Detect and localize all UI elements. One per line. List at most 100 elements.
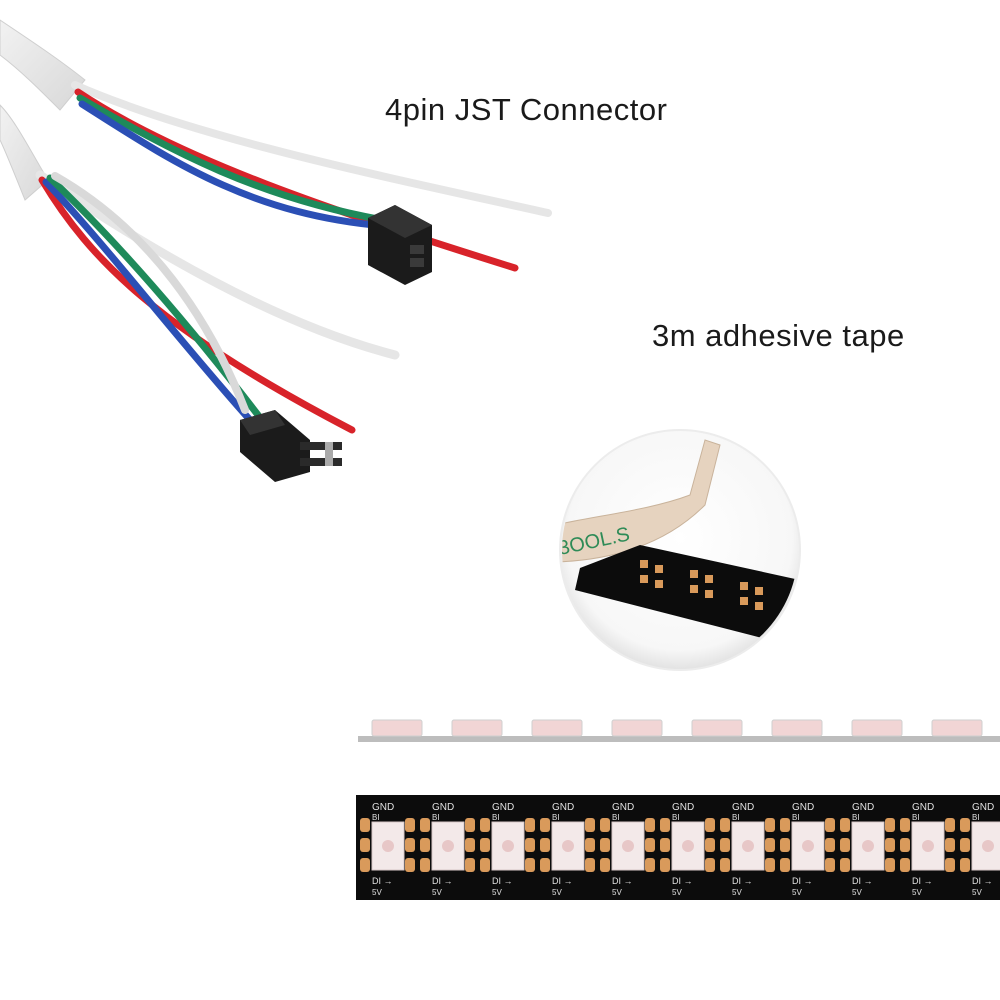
- solder-pad: [405, 818, 415, 832]
- solder-pad: [600, 818, 610, 832]
- led-die: [982, 840, 994, 852]
- solder-pad: [720, 838, 730, 852]
- solder-pad: [405, 838, 415, 852]
- v-label: 5V: [552, 888, 562, 897]
- solder-pad: [825, 838, 835, 852]
- led-die: [382, 840, 394, 852]
- solder-pad: [705, 818, 715, 832]
- solder-pad: [765, 858, 775, 872]
- solder-pad: [465, 818, 475, 832]
- upper-silicone-sleeve: [0, 19, 86, 111]
- led-die: [562, 840, 574, 852]
- di-label: DI →: [492, 876, 513, 886]
- v-label: 5V: [672, 888, 682, 897]
- v-label: 5V: [612, 888, 622, 897]
- solder-pad: [540, 838, 550, 852]
- solder-pad: [600, 858, 610, 872]
- strip-side-view: [358, 719, 1000, 742]
- di-label: DI →: [672, 876, 693, 886]
- solder-pad: [645, 858, 655, 872]
- gnd-label: GND: [852, 802, 874, 813]
- solder-pad: [420, 838, 430, 852]
- solder-pad: [840, 838, 850, 852]
- solder-pad: [465, 838, 475, 852]
- solder-pad: [540, 858, 550, 872]
- lower-wire-white-2: [51, 172, 249, 414]
- solder-pad: [660, 818, 670, 832]
- bi-label: BI: [432, 813, 440, 822]
- solder-pad: [360, 858, 370, 872]
- solder-pad: [480, 858, 490, 872]
- upper-wire-white: [71, 81, 552, 217]
- bi-label: BI: [552, 813, 560, 822]
- gnd-label: GND: [672, 802, 694, 813]
- v-label: 5V: [372, 888, 382, 897]
- solder-pad: [660, 838, 670, 852]
- v-label: 5V: [432, 888, 442, 897]
- tape-caption: 3m adhesive tape: [652, 318, 905, 353]
- solder-pad: [465, 858, 475, 872]
- di-label: DI →: [732, 876, 753, 886]
- led-die: [682, 840, 694, 852]
- solder-pad: [765, 818, 775, 832]
- led-die: [442, 840, 454, 852]
- bi-label: BI: [972, 813, 980, 822]
- solder-pad: [540, 818, 550, 832]
- solder-pad: [825, 818, 835, 832]
- di-label: DI →: [372, 876, 393, 886]
- solder-pad: [840, 818, 850, 832]
- solder-pad: [945, 858, 955, 872]
- di-label: DI →: [612, 876, 633, 886]
- gnd-label: GND: [612, 802, 634, 813]
- v-label: 5V: [792, 888, 802, 897]
- v-label: 5V: [912, 888, 922, 897]
- solder-pad: [780, 818, 790, 832]
- led-die: [502, 840, 514, 852]
- gnd-label: GND: [972, 802, 994, 813]
- solder-pad: [825, 858, 835, 872]
- solder-pad: [645, 838, 655, 852]
- solder-pad: [480, 818, 490, 832]
- solder-pad: [960, 858, 970, 872]
- bi-label: BI: [732, 813, 740, 822]
- v-label: 5V: [492, 888, 502, 897]
- solder-pad: [900, 818, 910, 832]
- gnd-label: GND: [432, 802, 454, 813]
- gnd-label: GND: [372, 802, 394, 813]
- lower-wire-green: [46, 174, 262, 419]
- v-label: 5V: [852, 888, 862, 897]
- solder-pad: [840, 858, 850, 872]
- solder-pad: [360, 838, 370, 852]
- solder-pad: [525, 858, 535, 872]
- solder-pad: [360, 818, 370, 832]
- bi-label: BI: [372, 813, 380, 822]
- connector-caption: 4pin JST Connector: [385, 92, 668, 127]
- gnd-label: GND: [912, 802, 934, 813]
- solder-pad: [525, 838, 535, 852]
- solder-pad: [420, 818, 430, 832]
- led-die: [862, 840, 874, 852]
- solder-pad: [705, 858, 715, 872]
- solder-pad: [585, 818, 595, 832]
- adhesive-tape-magnifier: 3OOL.S: [559, 429, 801, 671]
- di-label: DI →: [432, 876, 453, 886]
- upper-wire-blue: [78, 100, 389, 230]
- gnd-label: GND: [792, 802, 814, 813]
- solder-pad: [900, 858, 910, 872]
- tape-pcb: [575, 545, 798, 640]
- v-label: 5V: [972, 888, 982, 897]
- lower-jst-connector-male: [240, 410, 342, 482]
- upper-wire-green: [76, 94, 399, 226]
- solder-pad: [420, 858, 430, 872]
- gnd-label: GND: [732, 802, 754, 813]
- lower-wire-blue: [42, 178, 254, 424]
- solder-pad: [645, 818, 655, 832]
- led-die: [742, 840, 754, 852]
- solder-pad: [525, 818, 535, 832]
